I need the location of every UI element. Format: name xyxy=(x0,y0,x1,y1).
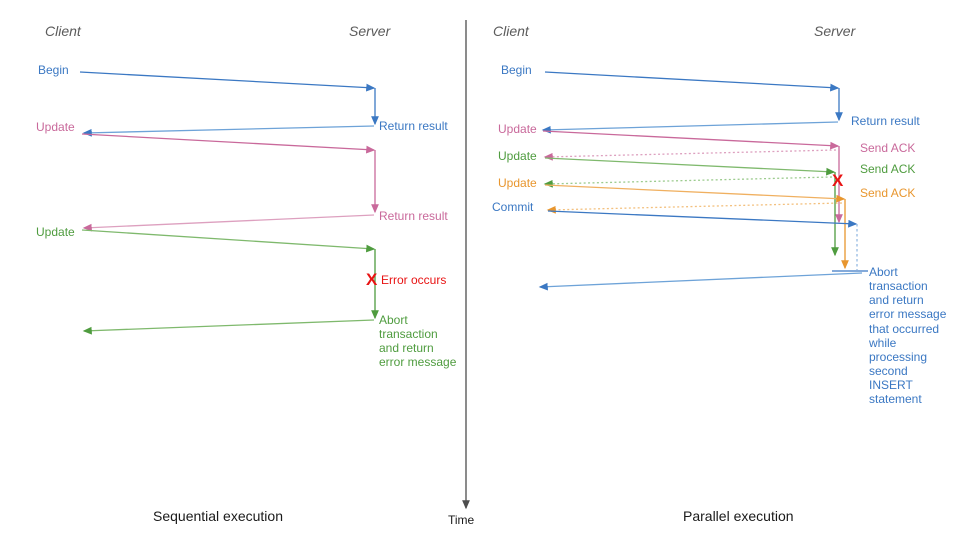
arrow-return-result-2 xyxy=(82,214,375,232)
time-axis-label: Time xyxy=(448,513,475,527)
right-msg-update-2: Update xyxy=(498,149,537,163)
arrow-return-result-1 xyxy=(82,125,375,137)
arrow-send-ack-3 xyxy=(546,202,843,214)
left-error-x-icon: X xyxy=(366,270,378,289)
arrow-begin-request-p xyxy=(544,71,840,92)
arrow-send-ack-2 xyxy=(543,176,833,188)
arrow-update-2-request-p xyxy=(544,157,836,176)
right-panel-caption: Parallel execution xyxy=(683,508,794,524)
arrow-begin-request xyxy=(79,71,376,92)
arrow-abort-return-p xyxy=(538,272,863,291)
right-msg-send-ack-1: Send ACK xyxy=(860,141,916,155)
left-actor-client: Client xyxy=(45,23,81,39)
arrow-update-1-request xyxy=(81,133,376,154)
arrow-update-3-request-p xyxy=(544,184,846,203)
right-msg-begin: Begin xyxy=(501,63,532,77)
arrow-update-1-request-p xyxy=(542,130,840,150)
left-msg-update-1: Update xyxy=(36,120,75,134)
right-msg-commit: Commit xyxy=(492,200,534,214)
right-msg-return-result: Return result xyxy=(851,114,920,128)
arrow-return-result-p xyxy=(541,121,839,134)
left-msg-return-result-2: Return result xyxy=(379,209,448,223)
arrow-update-2-request xyxy=(81,229,376,253)
arrow-abort-return xyxy=(82,319,375,335)
left-msg-return-result-1: Return result xyxy=(379,119,448,133)
arrow-send-ack-1 xyxy=(543,149,837,161)
left-panel-flows xyxy=(79,71,379,335)
left-msg-error-occurs: Error occurs xyxy=(381,273,447,287)
right-msg-send-ack-3: Send ACK xyxy=(860,186,916,200)
left-msg-begin: Begin xyxy=(38,63,69,77)
right-msg-update-3: Update xyxy=(498,176,537,190)
right-msg-abort: Abort transaction and return error messa… xyxy=(869,265,947,407)
right-actor-client: Client xyxy=(493,23,529,39)
arrow-commit-request xyxy=(547,210,858,228)
left-msg-abort: Abort transaction and return error messa… xyxy=(379,313,457,370)
left-panel-caption: Sequential execution xyxy=(153,508,283,524)
right-error-x-icon: X xyxy=(832,171,844,190)
right-actor-server: Server xyxy=(814,23,856,39)
left-actor-server: Server xyxy=(349,23,391,39)
right-panel-flows xyxy=(538,71,868,291)
right-msg-update-1: Update xyxy=(498,122,537,136)
left-msg-update-2: Update xyxy=(36,225,75,239)
right-msg-send-ack-2: Send ACK xyxy=(860,162,916,176)
